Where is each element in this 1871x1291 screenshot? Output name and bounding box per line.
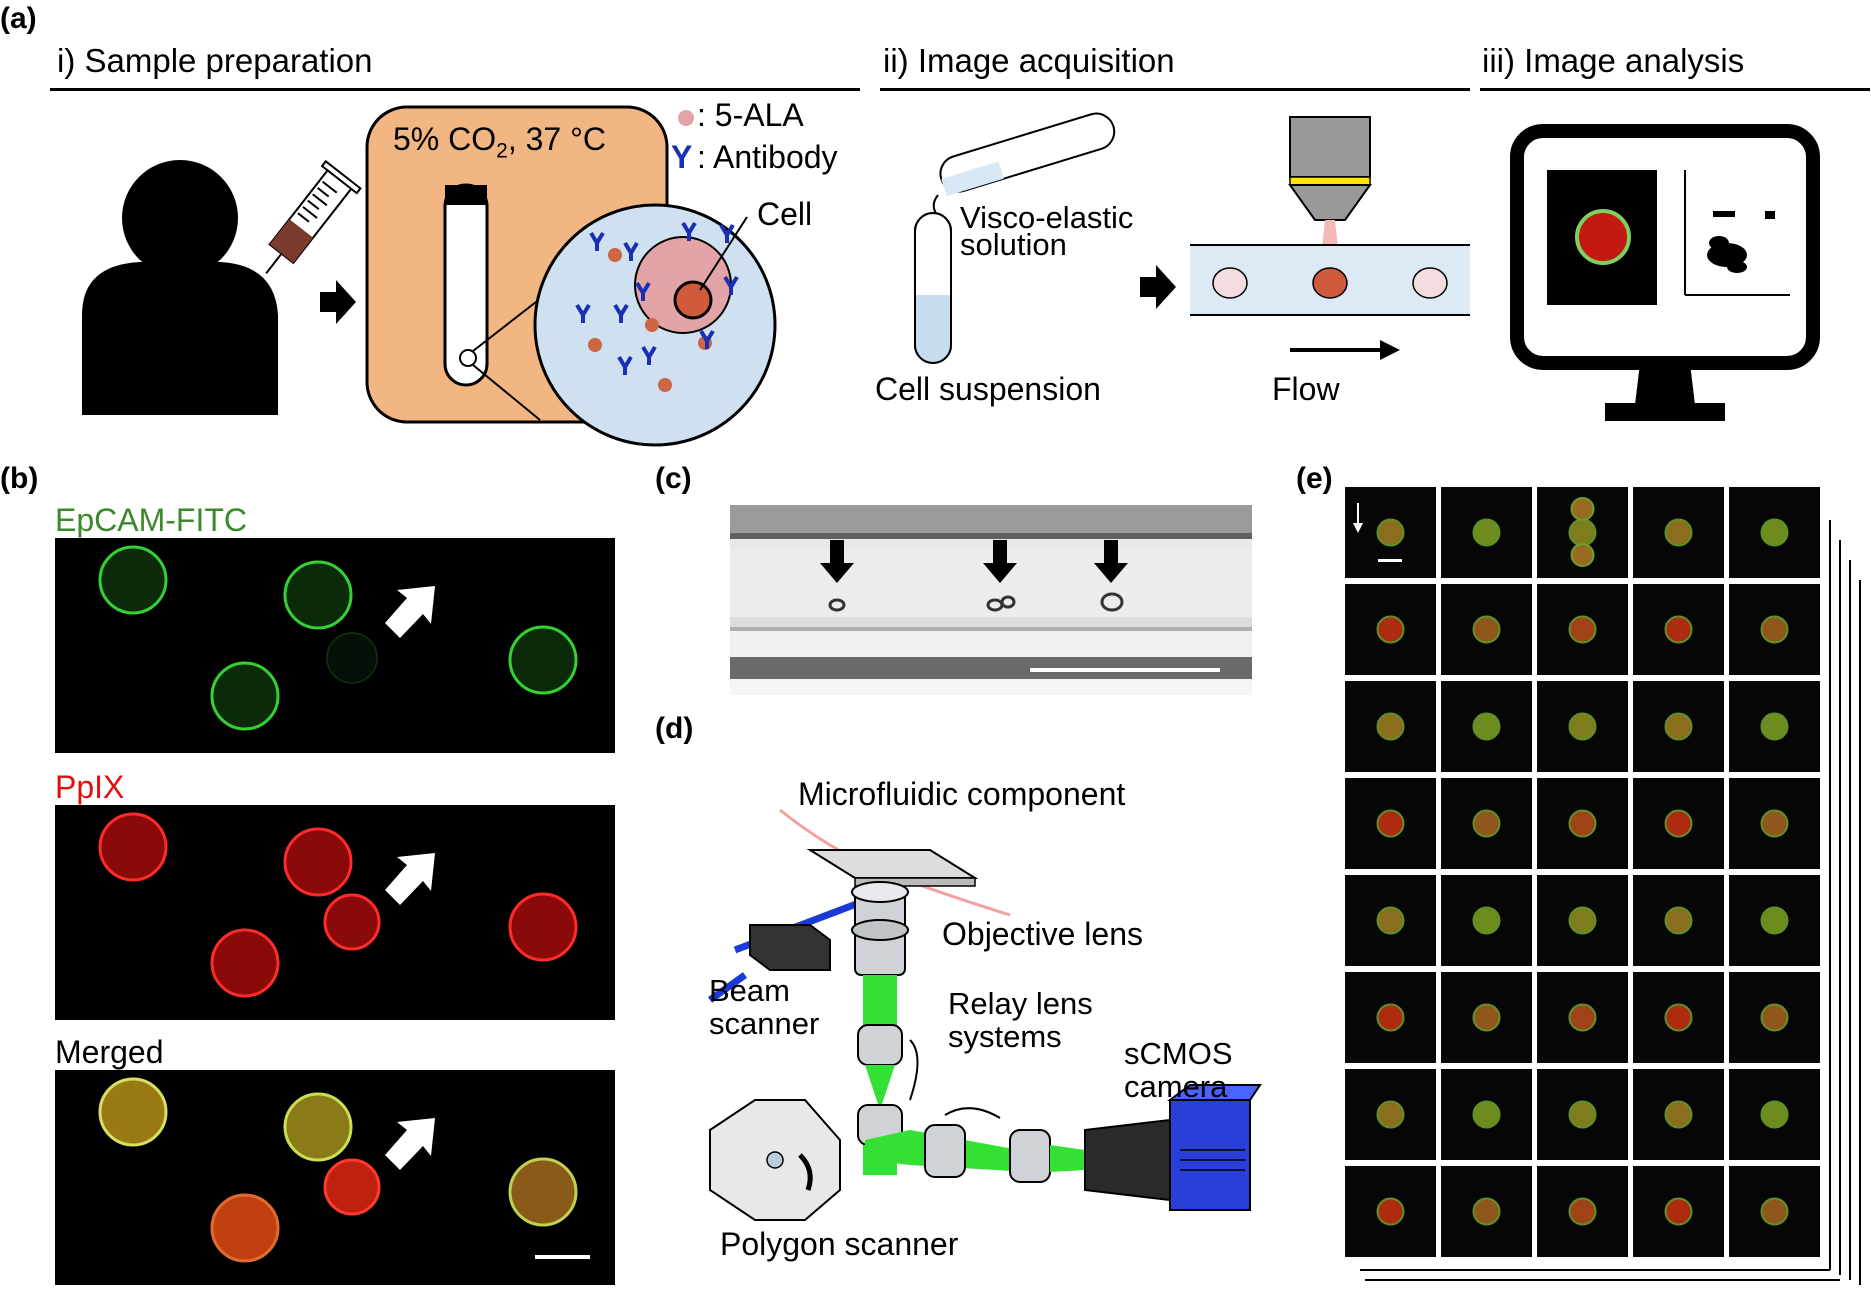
- label-beam-scanner: Beam scanner: [709, 973, 820, 1041]
- antibody-symbol: Y: [671, 139, 693, 175]
- channel-label-merged: Merged: [55, 1034, 164, 1070]
- ala-dot-legend: [678, 110, 694, 126]
- section-title-image-acquisition: ii) Image acquisition: [883, 42, 1175, 79]
- incubator-box: [365, 105, 777, 447]
- legend-5-ala: : 5-ALA: [697, 97, 804, 133]
- cell-image-tile: [1441, 487, 1532, 578]
- panel-e-stack-lines: [1360, 520, 1861, 1285]
- cell-image-tile: [1729, 875, 1820, 966]
- micrograph-ppix: [55, 805, 615, 1020]
- cell-image-grid: [1345, 487, 1825, 1267]
- cell-image-tile: [1633, 584, 1724, 675]
- cell-image-tile: [1633, 875, 1724, 966]
- cell-image-tile: [1345, 875, 1436, 966]
- cell-image-tile: [1345, 1069, 1436, 1160]
- micrograph-merged: [55, 1070, 615, 1285]
- label-microfluidic-component: Microfluidic component: [798, 776, 1126, 812]
- cell-image-tile: [1729, 681, 1820, 772]
- cell-image-tile: [1537, 584, 1628, 675]
- cell-image-tile: [1537, 681, 1628, 772]
- monitor-icon: [1510, 124, 1820, 421]
- cell-image-tile: [1441, 584, 1532, 675]
- cell-image-tile: [1441, 875, 1532, 966]
- incubator-label: 5% CO2, 37 °C: [393, 121, 606, 163]
- person-icon: [82, 160, 278, 415]
- optical-setup-diagram: [707, 808, 1262, 1221]
- visco-elastic-label: Visco-elastic solution: [960, 200, 1134, 262]
- flow-arrow-2: [1140, 265, 1176, 309]
- cell-image-tile: [1633, 1166, 1724, 1257]
- cell-image-tile: [1729, 1069, 1820, 1160]
- cell-image-tile: [1441, 681, 1532, 772]
- flow-channel-diagram: [1190, 116, 1470, 360]
- section-rule-ana: [1480, 88, 1870, 91]
- cell-image-tile: [1345, 1166, 1436, 1257]
- cell-image-tile: [1345, 778, 1436, 869]
- flow-arrow-1: [320, 280, 356, 324]
- pipette-tube-icon: [914, 112, 1116, 364]
- cell-image-tile: [1345, 487, 1436, 578]
- cell-image-tile: [1345, 681, 1436, 772]
- cell-image-tile: [1729, 487, 1820, 578]
- cell-suspension-label: Cell suspension: [875, 371, 1101, 407]
- cell-image-tile: [1441, 778, 1532, 869]
- cell-image-tile: [1633, 681, 1724, 772]
- cell-image-tile: [1537, 972, 1628, 1063]
- cell-image-tile: [1441, 1166, 1532, 1257]
- syringe-icon: [265, 159, 362, 274]
- cell-image-tile: [1537, 778, 1628, 869]
- label-relay-lens-systems: Relay lens systems: [948, 986, 1093, 1054]
- cell-image-tile: [1441, 972, 1532, 1063]
- cell-image-tile: [1345, 972, 1436, 1063]
- cell-image-tile: [1729, 778, 1820, 869]
- panel-d-letter: (d): [655, 712, 694, 745]
- panel-a-letter: (a): [0, 2, 37, 35]
- panel-e-letter: (e): [1296, 462, 1333, 495]
- label-polygon-scanner: Polygon scanner: [720, 1226, 959, 1262]
- panel-b-letter: (b): [0, 462, 39, 495]
- cell-image-tile: [1633, 972, 1724, 1063]
- cell-image-tile: [1633, 778, 1724, 869]
- channel-label-fitc: EpCAM-FITC: [55, 502, 247, 538]
- cell-image-tile: [1729, 1166, 1820, 1257]
- cell-image-tile: [1537, 1166, 1628, 1257]
- label-scmos-camera: sCMOS camera: [1124, 1036, 1233, 1104]
- flow-label: Flow: [1272, 371, 1340, 407]
- cell-image-tile: [1729, 972, 1820, 1063]
- cell-image-tile: [1729, 584, 1820, 675]
- cell-image-tile: [1441, 1069, 1532, 1160]
- section-title-sample-preparation: i) Sample preparation: [57, 42, 373, 79]
- label-objective-lens: Objective lens: [942, 916, 1143, 952]
- cell-label: Cell: [757, 196, 813, 232]
- micrograph-fitc: [55, 538, 615, 753]
- cell-image-tile: [1537, 487, 1628, 578]
- cell-image-tile: [1537, 1069, 1628, 1160]
- cell-image-tile: [1633, 487, 1724, 578]
- cell-image-tile: [1633, 1069, 1724, 1160]
- cell-image-tile: [1537, 875, 1628, 966]
- section-rule-acq: [880, 88, 1470, 91]
- legend-antibody: : Antibody: [697, 139, 838, 175]
- channel-label-ppix: PpIX: [55, 769, 125, 805]
- section-title-image-analysis: iii) Image analysis: [1482, 42, 1745, 79]
- panel-c-letter: (c): [655, 462, 692, 495]
- cell-image-tile: [1345, 584, 1436, 675]
- brightfield-channel-image: [730, 505, 1252, 695]
- section-rule-prep: [50, 88, 860, 91]
